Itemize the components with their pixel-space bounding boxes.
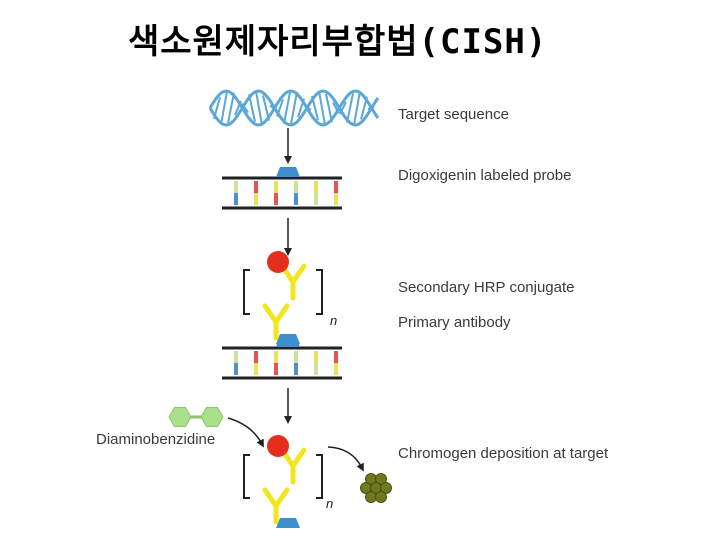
label-probe: Digoxigenin labeled probe [398,167,571,184]
antibody-complex-2 [262,435,307,528]
hybridized-strand-1 [222,167,342,210]
label-chromogen: Chromogen deposition at target [398,445,609,462]
label-secondary: Secondary HRP conjugate [398,279,575,296]
diaminobenzidine-icon [168,407,224,427]
chromogen-deposit-icon [360,473,392,503]
label-n-1: n [330,313,337,328]
dna-helix-icon [208,89,380,127]
brackets-2 [243,454,323,499]
label-primary: Primary antibody [398,314,511,331]
page-title: 색소원제자리부합법(CISH) [128,22,548,62]
antibody-complex-1 [262,251,307,344]
label-dab: Diaminobenzidine [96,431,215,448]
dab-arrow [227,417,264,448]
label-n-2: n [326,496,333,511]
deposition-arrow [327,446,364,472]
brackets-1 [243,269,323,315]
label-target-sequence: Target sequence [398,106,509,123]
